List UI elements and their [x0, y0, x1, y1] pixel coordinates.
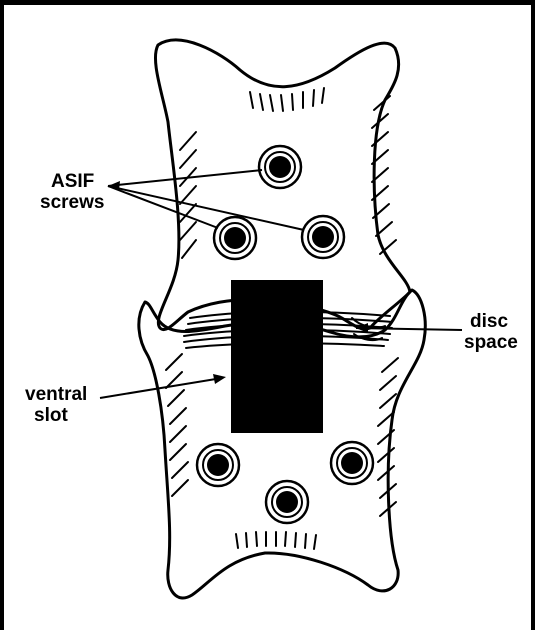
- lower-bottom-hatching: [236, 532, 316, 549]
- leader-line-disc: [356, 328, 462, 330]
- lower-right-hatching: [378, 358, 398, 516]
- lower-left-hatching: [166, 354, 188, 496]
- leader-line-ventral: [100, 378, 222, 398]
- screw-icon: [331, 442, 373, 484]
- screw-icon: [259, 146, 301, 188]
- upper-top-hatching: [250, 88, 324, 111]
- upper-left-hatching: [180, 132, 196, 258]
- arrowhead: [213, 374, 226, 384]
- ventral-slot-graft: [231, 280, 323, 433]
- screw-icon: [266, 481, 308, 523]
- asif-label-line1: ASIF: [51, 171, 94, 192]
- asif-label-line2: screws: [40, 192, 104, 213]
- disc-label-line1: disc: [470, 311, 508, 332]
- screw-icon: [197, 444, 239, 486]
- leader-line-asif-top: [108, 170, 262, 186]
- ventral-label-line1: ventral: [25, 384, 87, 405]
- disc-label-line2: space: [464, 332, 518, 353]
- screw-icon: [214, 217, 256, 259]
- screw-icon: [302, 216, 344, 258]
- ventral-label-line2: slot: [34, 405, 68, 426]
